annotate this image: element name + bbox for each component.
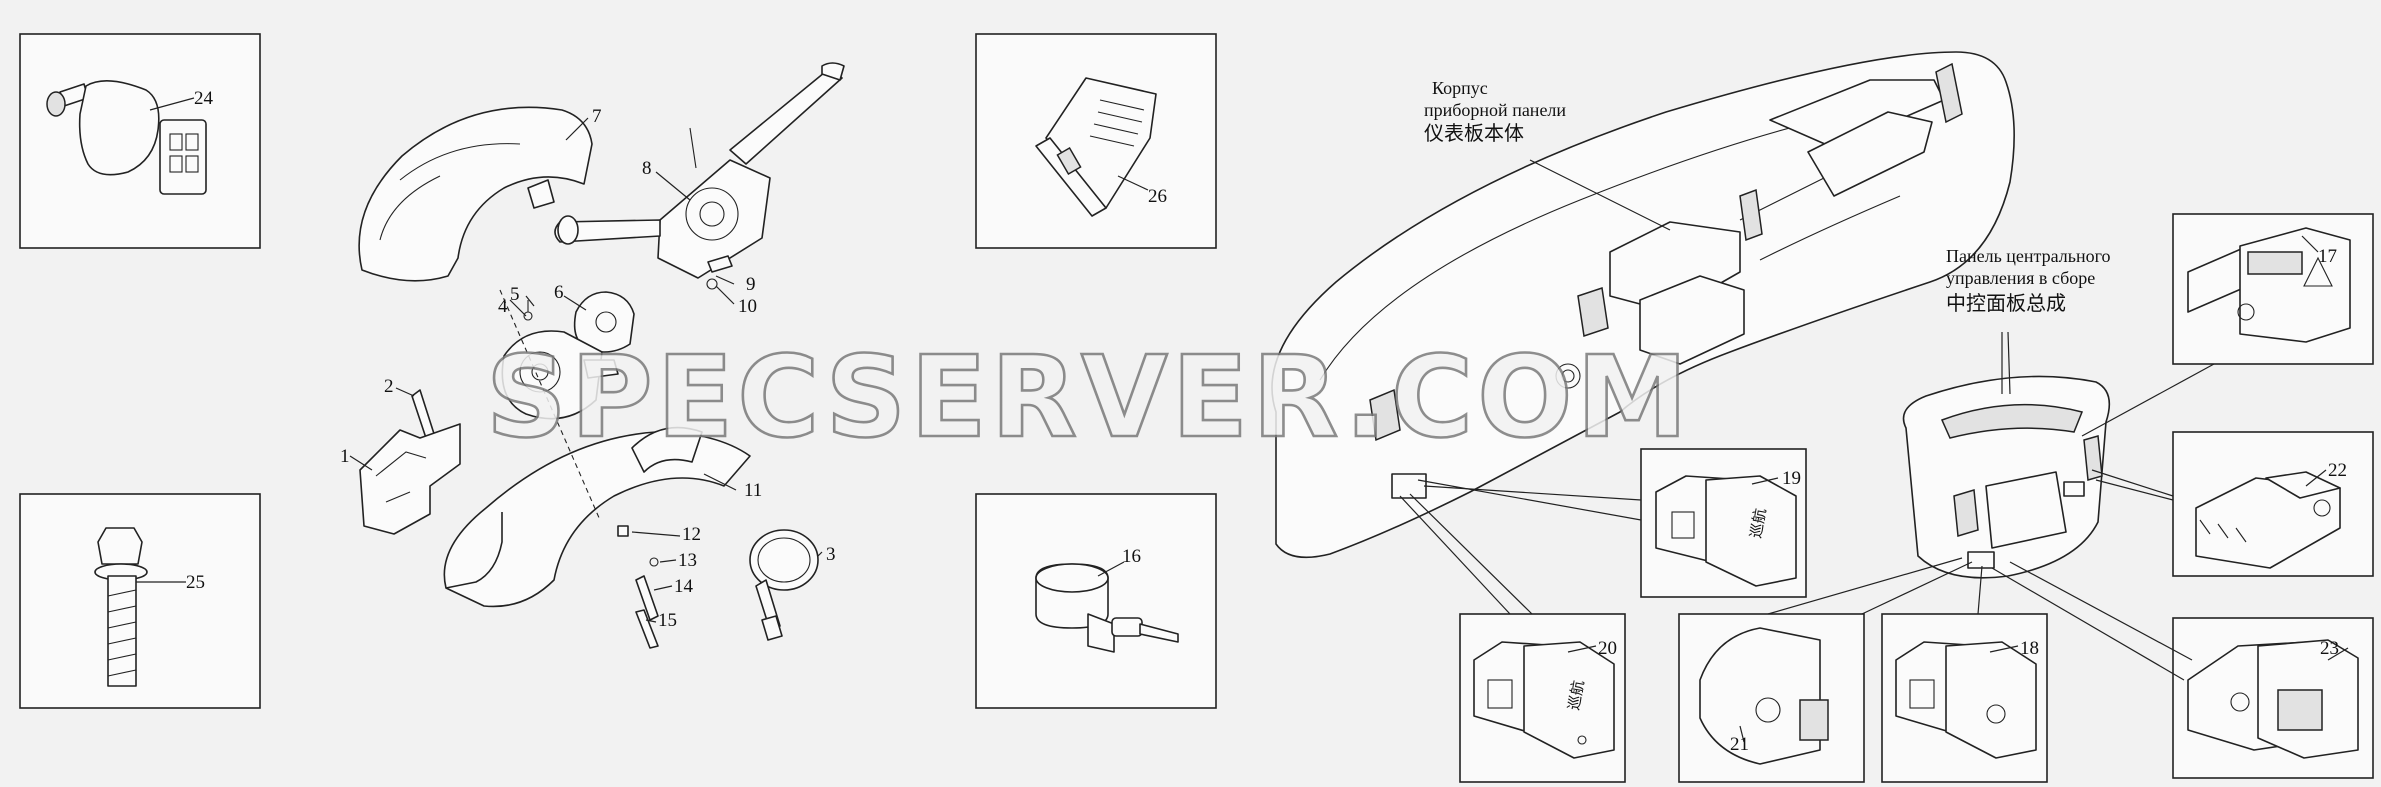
detail-box-26 <box>975 33 1217 249</box>
label-18: 18 <box>2020 638 2039 659</box>
label-16: 16 <box>1122 546 1141 567</box>
detail-box-21 <box>1678 613 1865 783</box>
label-24: 24 <box>194 88 214 109</box>
caption-center-ru-1: Панель центрального <box>1946 246 2111 266</box>
label-10: 10 <box>738 296 757 317</box>
label-19: 19 <box>1782 468 1801 489</box>
caption-dashboard-ru-2: приборной панели <box>1424 100 1566 120</box>
label-12: 12 <box>682 524 701 545</box>
watermark: SPECSERVER.COM <box>486 333 1692 463</box>
detail-box-18 <box>1881 613 2048 783</box>
label-1: 1 <box>340 446 350 467</box>
detail-box-17 <box>2172 213 2374 365</box>
label-22: 22 <box>2328 460 2347 481</box>
label-25: 25 <box>186 572 205 593</box>
label-17: 17 <box>2318 246 2337 267</box>
detail-box-23 <box>2172 617 2374 779</box>
detail-box-16 <box>975 493 1217 709</box>
label-4: 4 <box>498 296 508 317</box>
label-7: 7 <box>592 106 602 127</box>
label-9: 9 <box>746 274 756 295</box>
label-14: 14 <box>674 576 694 597</box>
detail-box-22 <box>2172 431 2374 577</box>
label-26: 26 <box>1148 186 1167 207</box>
caption-dashboard-ru-1: Корпус <box>1432 78 1488 98</box>
caption-center-ru-2: управления в сборе <box>1946 268 2095 288</box>
steering-leaders <box>349 117 823 623</box>
caption-dashboard-cn: 仪表板本体 <box>1424 122 1524 145</box>
detail-box-19 <box>1640 448 1807 598</box>
leader-lines <box>1399 159 2215 681</box>
detail-box-24 <box>19 33 261 249</box>
label-5: 5 <box>510 284 520 305</box>
label-13: 13 <box>678 550 697 571</box>
label-8: 8 <box>642 158 652 179</box>
instrument-panel-body <box>1271 51 2015 559</box>
center-control-panel <box>1902 375 2111 579</box>
caption-center-cn: 中控面板总成 <box>1946 292 2066 315</box>
label-23: 23 <box>2320 638 2339 659</box>
label-3: 3 <box>826 544 836 565</box>
label-6: 6 <box>554 282 564 303</box>
label-2: 2 <box>384 376 394 397</box>
label-15: 15 <box>658 610 677 631</box>
captions: Корпус приборной панели 仪表板本体 Панель цен… <box>1424 78 2111 315</box>
part-number-labels: 1 2 3 4 5 6 7 8 9 10 11 12 13 14 15 16 1… <box>186 88 2347 755</box>
steering-column-assembly <box>358 62 845 649</box>
label-11: 11 <box>744 480 762 501</box>
label-20: 20 <box>1598 638 1617 659</box>
detail-box-20 <box>1459 613 1626 783</box>
switch-20-glyph: 巡航 <box>1566 679 1588 712</box>
switch-19-glyph: 巡航 <box>1748 507 1770 540</box>
detail-box-25 <box>19 493 261 709</box>
switch-glyphs: 巡航 巡航 <box>1566 507 1770 712</box>
label-21: 21 <box>1730 734 1749 755</box>
